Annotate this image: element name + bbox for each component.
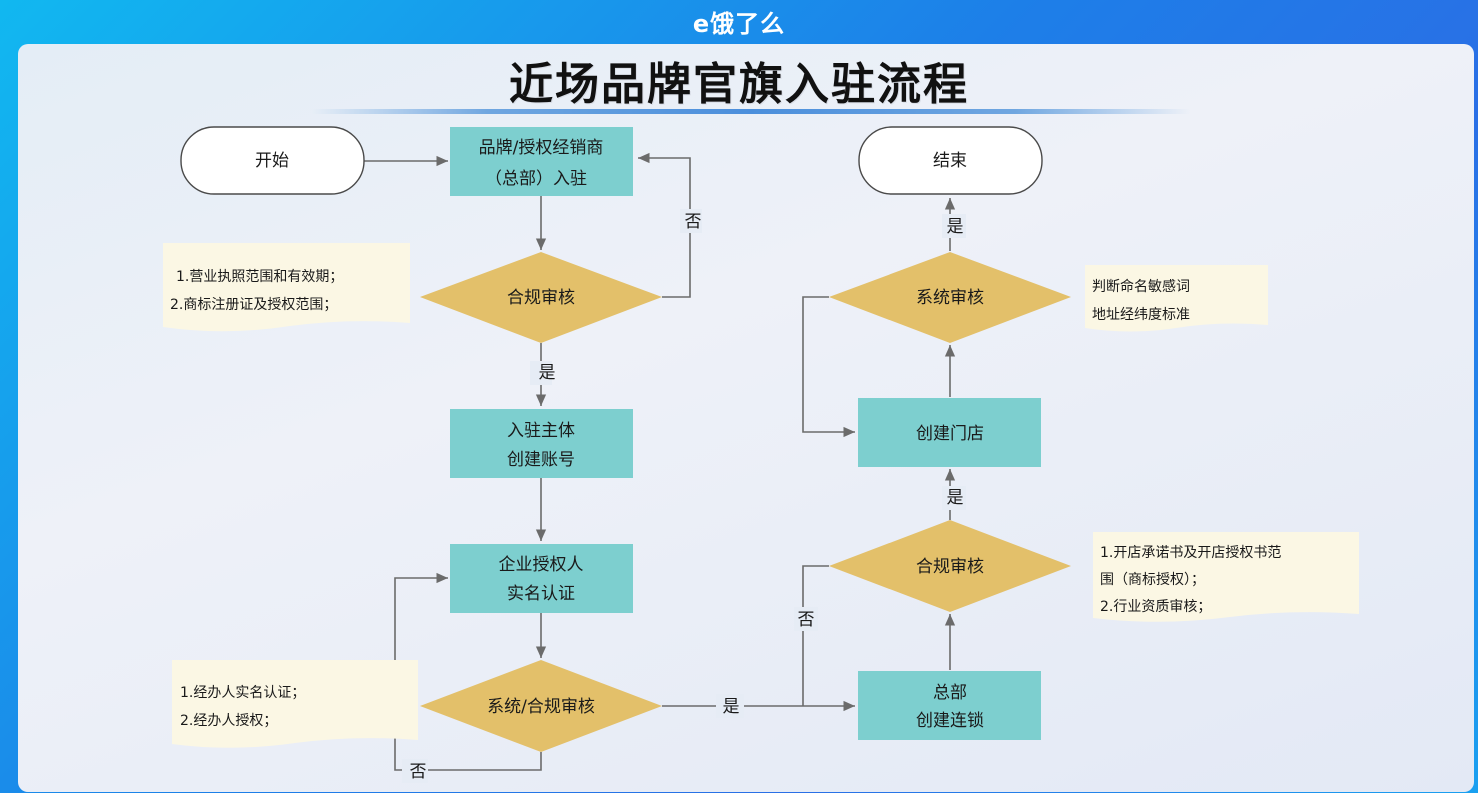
- note-review-1: 1.营业执照范围和有效期； 2.商标注册证及授权范围；: [163, 243, 410, 332]
- start-node: 开始: [180, 126, 365, 195]
- note-agent: 1.经办人实名认证； 2.经办人授权；: [172, 660, 418, 748]
- create-account-node: 入驻主体 创建账号: [450, 409, 633, 478]
- create-account-line1: 入驻主体: [507, 421, 575, 441]
- compliance-review-1-node: 合规审核: [420, 252, 662, 343]
- realname-auth-line1: 企业授权人: [499, 555, 584, 575]
- start-label: 开始: [255, 151, 289, 171]
- system-compliance-review-label: 系统/合规审核: [487, 697, 595, 717]
- edge-labels: 否 是 否 是 否 是 是: [402, 209, 966, 783]
- brand-entry-line2: （总部）入驻: [485, 169, 587, 189]
- label-yes-review1: 是: [539, 363, 556, 383]
- label-no-sysreview: 否: [410, 762, 427, 782]
- end-label: 结束: [933, 151, 967, 171]
- label-yes-sysreview: 是: [723, 697, 740, 717]
- note-system-line2: 地址经纬度标准: [1092, 307, 1190, 323]
- system-review-label: 系统审核: [916, 288, 984, 308]
- brand-logo: e饿了么: [692, 10, 786, 38]
- hq-chain-line1: 总部: [933, 683, 967, 703]
- edge-sysreview-no: [394, 572, 542, 771]
- edge-review2-no: [802, 565, 829, 706]
- create-store-label: 创建门店: [916, 424, 984, 444]
- end-node: 结束: [858, 126, 1043, 195]
- note-review-1-line2: 2.商标注册证及授权范围；: [170, 296, 337, 313]
- label-yes-review2: 是: [947, 488, 964, 508]
- hq-chain-node: 总部 创建连锁: [858, 671, 1041, 740]
- system-review-node: 系统审核: [829, 252, 1071, 343]
- title-underline: [312, 109, 1190, 114]
- edge-sysreview-loop: [802, 296, 855, 438]
- page-title: 近场品牌官旗入驻流程: [509, 59, 969, 110]
- create-store-node: 创建门店: [858, 398, 1041, 467]
- label-no-review2: 否: [798, 610, 815, 630]
- note-system-line1: 判断命名敏感词: [1092, 278, 1190, 295]
- note-agent-line1: 1.经办人实名认证；: [180, 685, 305, 701]
- hq-chain-line2: 创建连锁: [916, 711, 984, 731]
- create-account-line2: 创建账号: [507, 450, 575, 470]
- note-system: 判断命名敏感词 地址经纬度标准: [1085, 265, 1268, 332]
- brand-entry-line1: 品牌/授权经销商: [479, 138, 604, 158]
- note-agent-line2: 2.经办人授权；: [180, 713, 277, 729]
- note-review-2-line2: 围（商标授权）；: [1100, 572, 1205, 588]
- note-review-2-line3: 2.行业资质审核；: [1100, 599, 1211, 615]
- brand-entry-node: 品牌/授权经销商 （总部）入驻: [450, 127, 633, 196]
- compliance-review-1-label: 合规审核: [507, 288, 575, 308]
- realname-auth-node: 企业授权人 实名认证: [450, 544, 633, 613]
- note-review-1-line1: 1.营业执照范围和有效期；: [176, 268, 343, 285]
- compliance-review-2-node: 合规审核: [829, 520, 1071, 612]
- system-compliance-review-node: 系统/合规审核: [420, 660, 662, 752]
- compliance-review-2-label: 合规审核: [916, 557, 984, 577]
- realname-auth-line2: 实名认证: [507, 584, 575, 604]
- label-yes-sysreview-end: 是: [947, 217, 964, 237]
- label-no-review1: 否: [685, 212, 702, 232]
- note-review-2: 1.开店承诺书及开店授权书范 围（商标授权）； 2.行业资质审核；: [1093, 532, 1359, 622]
- note-review-2-line1: 1.开店承诺书及开店授权书范: [1100, 544, 1281, 561]
